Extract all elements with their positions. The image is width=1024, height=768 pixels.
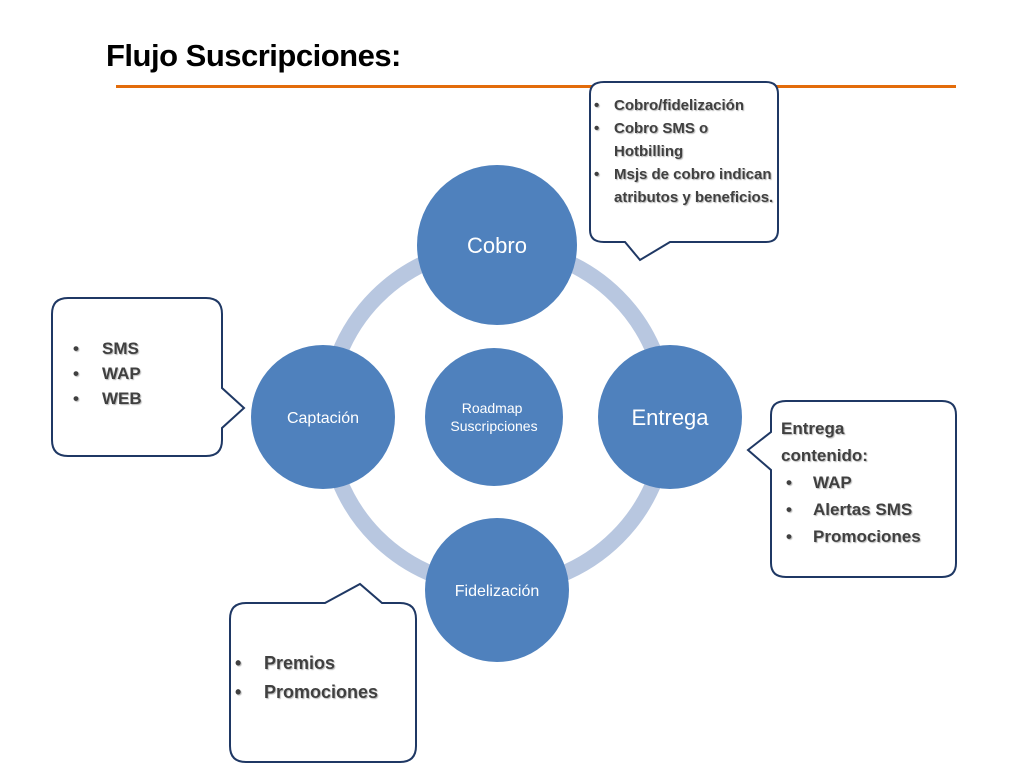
callout-captacion-item: SMS [70,336,210,361]
node-cobro-label: Cobro [467,233,527,258]
node-entrega[interactable] [598,345,742,489]
node-fidelizacion-label: Fidelización [455,583,539,600]
callout-captacion: SMS WAP WEB [70,336,210,411]
title-underline [116,85,956,88]
node-fidelizacion[interactable] [425,518,569,662]
callout-cobro-item: Cobro SMS o Hotbilling [592,117,778,163]
callout-captacion-item: WEB [70,386,210,411]
callout-fidelizacion-item: Premios [232,649,412,678]
node-entrega-label: Entrega [631,405,709,430]
node-cobro[interactable] [417,165,577,325]
center-node-label: Roadmap Suscripciones [450,400,537,434]
slide-title: Flujo Suscripciones: [106,38,401,73]
callout-entrega: Entrega contenido: WAP Alertas SMS Promo… [781,415,951,550]
callout-captacion-item: WAP [70,361,210,386]
callout-entrega-item: Alertas SMS [781,496,951,523]
callout-entrega-item: WAP [781,469,951,496]
callout-cobro-item: Msjs de cobro indican atributos y benefi… [592,163,778,209]
callout-fidelizacion: Premios Promociones [232,649,412,707]
node-captacion[interactable] [251,345,395,489]
callout-cobro: Cobro/fidelización Cobro SMS o Hotbillin… [592,94,778,209]
callout-entrega-item: Promociones [781,523,951,550]
center-node-circle [425,348,563,486]
node-captacion-label: Captación [287,410,359,427]
callout-entrega-heading: Entrega contenido: [781,419,868,465]
callout-cobro-item: Cobro/fidelización [592,94,778,117]
callout-fidelizacion-item: Promociones [232,678,412,707]
